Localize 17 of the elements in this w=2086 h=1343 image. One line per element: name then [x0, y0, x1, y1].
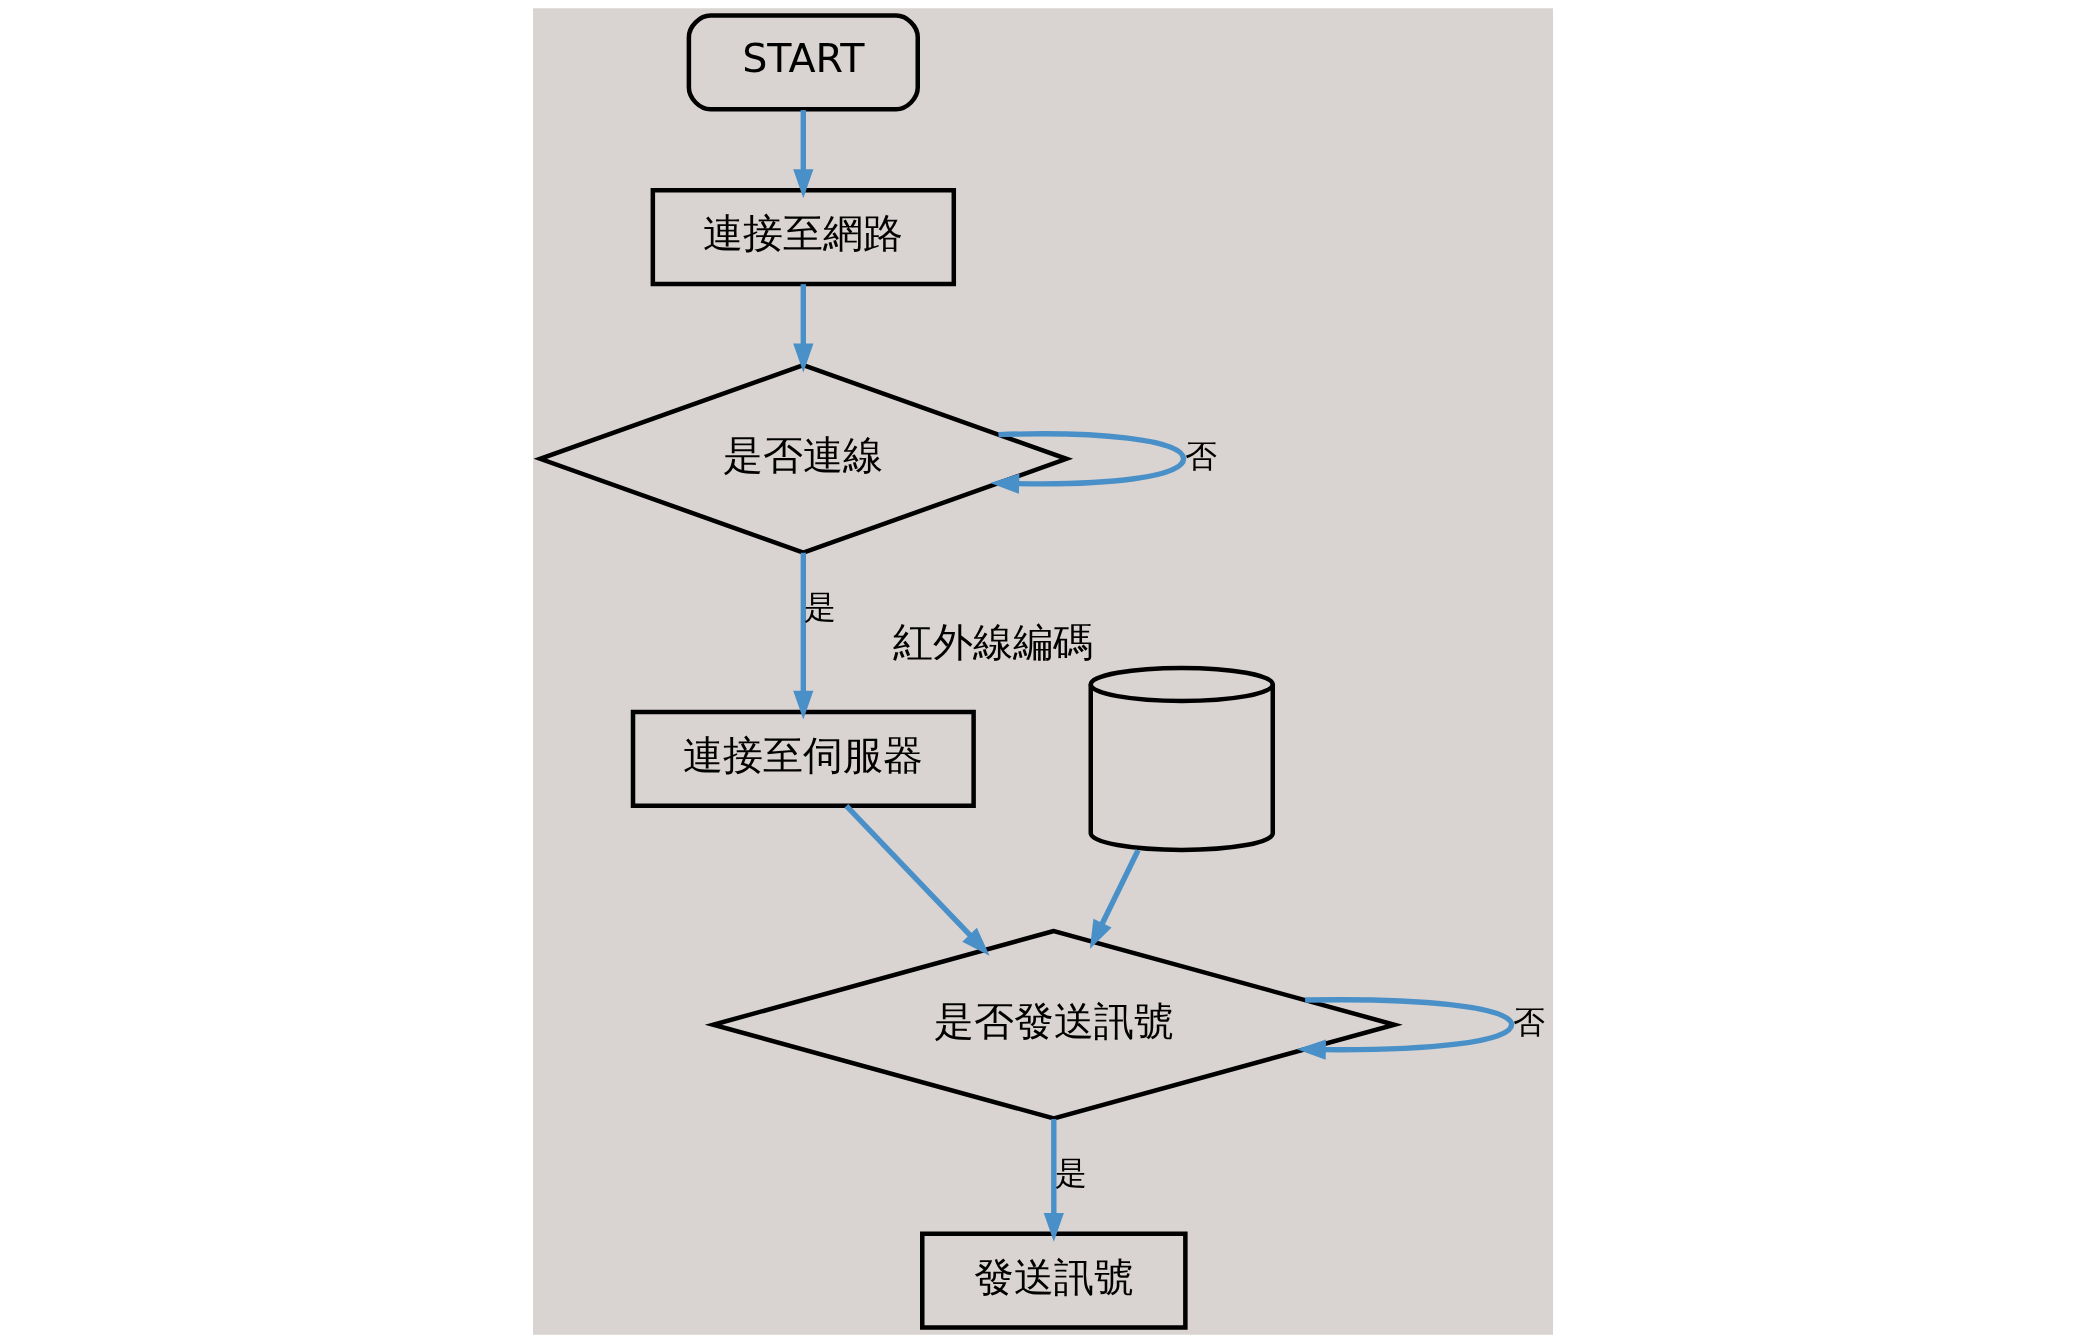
- arrow: [844, 803, 990, 956]
- arrow: [793, 552, 814, 720]
- arrow: [1296, 997, 1515, 1060]
- node-box: 連接至伺服器: [630, 709, 976, 808]
- edge-label: 否: [1512, 1002, 1545, 1041]
- arrow: [793, 284, 814, 373]
- node-box: 發送訊號: [920, 1231, 1188, 1330]
- node-label: 紅外線編碼: [892, 619, 1093, 666]
- edge-label: 否: [1184, 436, 1217, 475]
- edge-label: 是: [1054, 1154, 1087, 1193]
- node-box: 連接至網路: [650, 188, 957, 287]
- arrow: [1043, 1119, 1064, 1242]
- node-diamond: 是否連線: [533, 362, 1074, 555]
- arrow: [1089, 849, 1141, 950]
- node-box: START: [686, 13, 920, 112]
- arrow: [793, 110, 814, 199]
- arrow: [990, 431, 1187, 494]
